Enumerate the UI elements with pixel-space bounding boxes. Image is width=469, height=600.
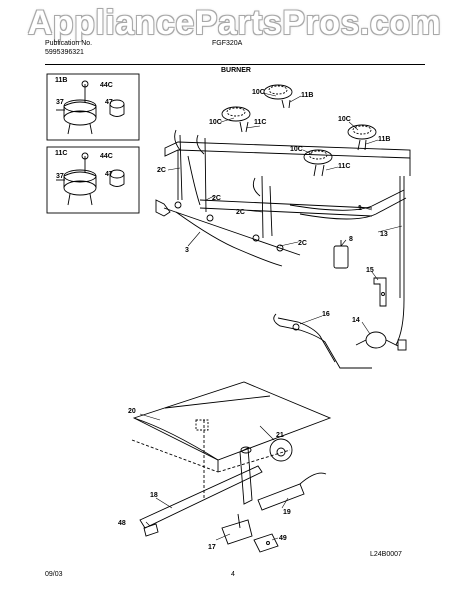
- label-13: 13: [380, 231, 388, 238]
- label-47-a: 47: [105, 99, 113, 106]
- manifold-frame: [164, 141, 411, 220]
- label-49: 49: [279, 535, 287, 542]
- label-2c-1: 2C: [157, 167, 166, 174]
- label-20: 20: [128, 408, 136, 415]
- label-1: 1: [358, 205, 362, 212]
- callout-labels: 11B 37 44C 47 11C 37 44C 47 10C 11B 10C …: [55, 77, 390, 551]
- part-15-bracket: [373, 277, 387, 307]
- part-19-igniter: [257, 472, 327, 511]
- label-inset-11b: 11B: [55, 77, 67, 84]
- label-44c-a: 44C: [100, 82, 113, 89]
- label-14: 14: [352, 317, 360, 324]
- inset-11c-box: [46, 146, 140, 214]
- label-37-a: 37: [56, 99, 64, 106]
- label-10c-4: 10C: [290, 146, 303, 153]
- label-47-b: 47: [105, 171, 113, 178]
- label-21: 21: [276, 432, 284, 439]
- part-20-burner-baffle: [132, 381, 332, 472]
- label-11b-2: 11B: [378, 136, 390, 143]
- label-3: 3: [185, 247, 189, 254]
- label-8: 8: [349, 236, 353, 243]
- burner-cap-rear-left: [263, 84, 293, 100]
- model-number: FGF320A: [212, 40, 243, 47]
- part-18-oven-burner: [139, 446, 263, 529]
- label-2c-4: 2C: [298, 240, 307, 247]
- assembly-guides: [131, 420, 291, 500]
- part-49-bracket: [253, 533, 279, 553]
- label-11b-1: 11B: [301, 92, 313, 99]
- publication-label: Publication No.: [45, 40, 93, 47]
- label-18: 18: [150, 492, 158, 499]
- label-10c-3: 10C: [338, 116, 351, 123]
- part-48-clip: [143, 523, 159, 537]
- drawing-code: L24B0007: [370, 551, 402, 558]
- label-17: 17: [208, 544, 216, 551]
- label-10c-1: 10C: [252, 89, 265, 96]
- part-16-oven-gas-line: [273, 313, 372, 369]
- label-37-b: 37: [56, 173, 64, 180]
- publication-number: 5995396321: [45, 49, 84, 56]
- label-11c-1: 11C: [254, 119, 266, 126]
- burner-cap-left-center: [221, 106, 251, 122]
- watermark: AppliancePartsPros.com: [27, 4, 442, 42]
- label-2c-3: 2C: [236, 209, 245, 216]
- label-11c-2: 11C: [338, 163, 350, 170]
- label-19: 19: [283, 509, 291, 516]
- part-14-oven-valve: [355, 331, 407, 351]
- section-title: BURNER: [221, 67, 251, 74]
- label-44c-b: 44C: [100, 153, 113, 160]
- header-rule: [45, 64, 425, 65]
- label-2c-2: 2C: [212, 195, 221, 202]
- label-15: 15: [366, 267, 374, 274]
- label-10c-2: 10C: [209, 119, 222, 126]
- part-21-screw-detail: [269, 438, 293, 462]
- footer-page-number: 4: [231, 571, 235, 578]
- burner-cap-rear-right: [347, 124, 377, 140]
- footer-date: 09/03: [45, 571, 63, 578]
- label-inset-11c: 11C: [55, 150, 67, 157]
- part-17-bracket: [221, 513, 253, 545]
- part-8-igniter-module: [333, 240, 349, 269]
- leader-lines: [139, 92, 403, 541]
- inset-11b-box: [46, 73, 140, 141]
- label-48: 48: [118, 520, 126, 527]
- label-16: 16: [322, 311, 330, 318]
